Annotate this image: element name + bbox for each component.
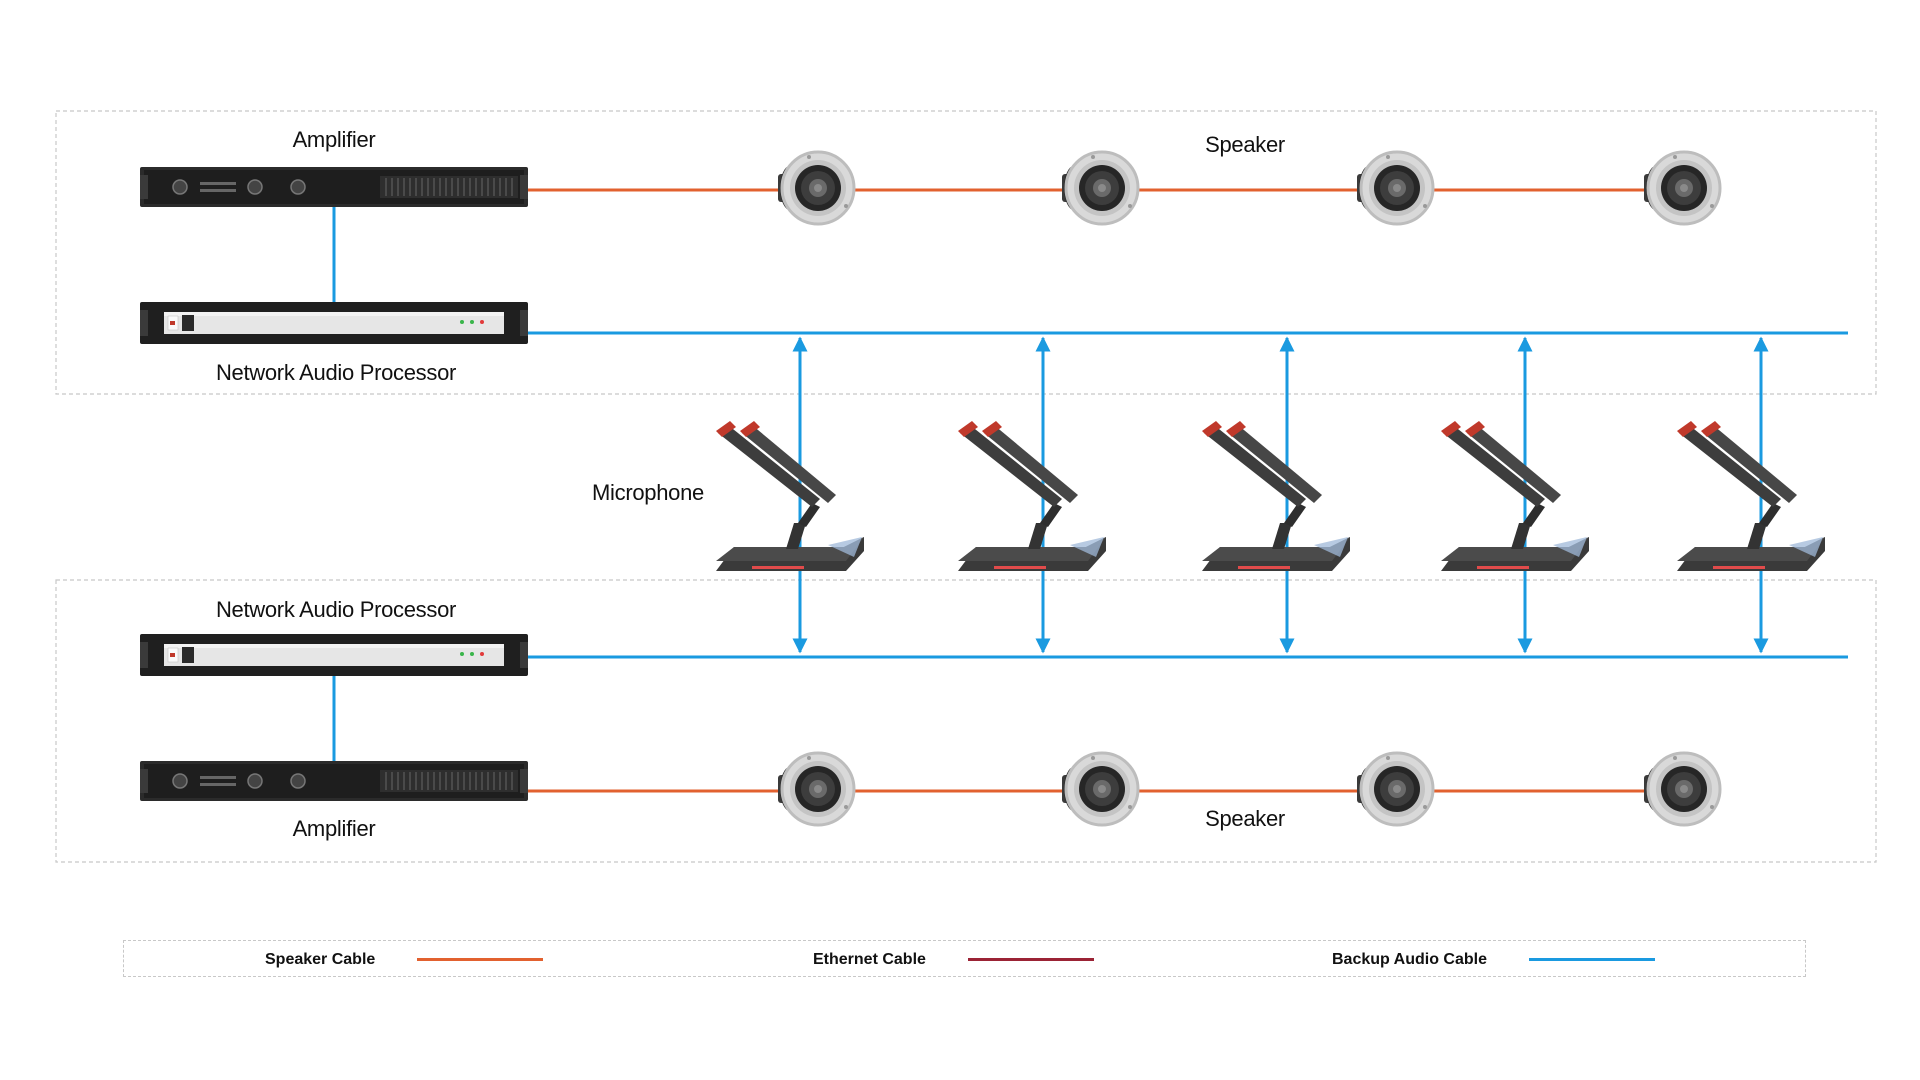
mic-arrows: [792, 336, 1769, 654]
top-amplifier-label: Amplifier: [292, 127, 376, 152]
microphone-icon-4: [1441, 421, 1589, 571]
legend-item-speaker-cable: Speaker Cable: [265, 941, 544, 978]
top-speaker-icon-3: [1355, 150, 1435, 226]
top-network-audio-processor-icon: [139, 301, 529, 345]
bottom-speaker-icon-1: [776, 751, 856, 827]
top-processor-label: Network Audio Processor: [215, 360, 457, 385]
legend-label: Backup Audio Cable: [1332, 950, 1487, 968]
bottom-network-audio-processor-icon: [139, 633, 529, 677]
bottom-speaker-icon-2: [1060, 751, 1140, 827]
bottom-speaker-icon-3: [1355, 751, 1435, 827]
top-speaker-icon-4: [1642, 150, 1722, 226]
ethernet-cable-swatch: [967, 958, 1094, 961]
legend-item-backup-audio-cable: Backup Audio Cable: [1332, 941, 1655, 978]
top-speaker-icon-1: [776, 150, 856, 226]
top-speaker-label: Speaker: [1205, 132, 1285, 157]
backup-audio-cable-swatch: [1528, 958, 1655, 961]
microphone-icon-5: [1677, 421, 1825, 571]
bottom-amplifier-icon: [139, 760, 529, 802]
legend-label: Ethernet Cable: [813, 950, 926, 968]
microphone-icon-3: [1202, 421, 1350, 571]
legend: Speaker Cable Ethernet Cable Backup Audi…: [123, 940, 1806, 977]
microphone-label: Microphone: [592, 480, 704, 505]
microphone-icon-2: [958, 421, 1106, 571]
legend-label: Speaker Cable: [265, 950, 376, 968]
bottom-group-frame: [55, 579, 1877, 863]
top-group-frame: [55, 110, 1877, 395]
legend-item-ethernet-cable: Ethernet Cable: [813, 941, 1094, 978]
bottom-speaker-icon-4: [1642, 751, 1722, 827]
speaker-cable-swatch: [417, 958, 544, 961]
bottom-processor-label: Network Audio Processor: [215, 597, 457, 622]
top-amplifier-icon: [139, 166, 529, 208]
microphone-icon-1: [716, 421, 864, 571]
top-speaker-icon-2: [1060, 150, 1140, 226]
bottom-amplifier-label: Amplifier: [292, 816, 376, 841]
bottom-speaker-label: Speaker: [1205, 806, 1285, 831]
